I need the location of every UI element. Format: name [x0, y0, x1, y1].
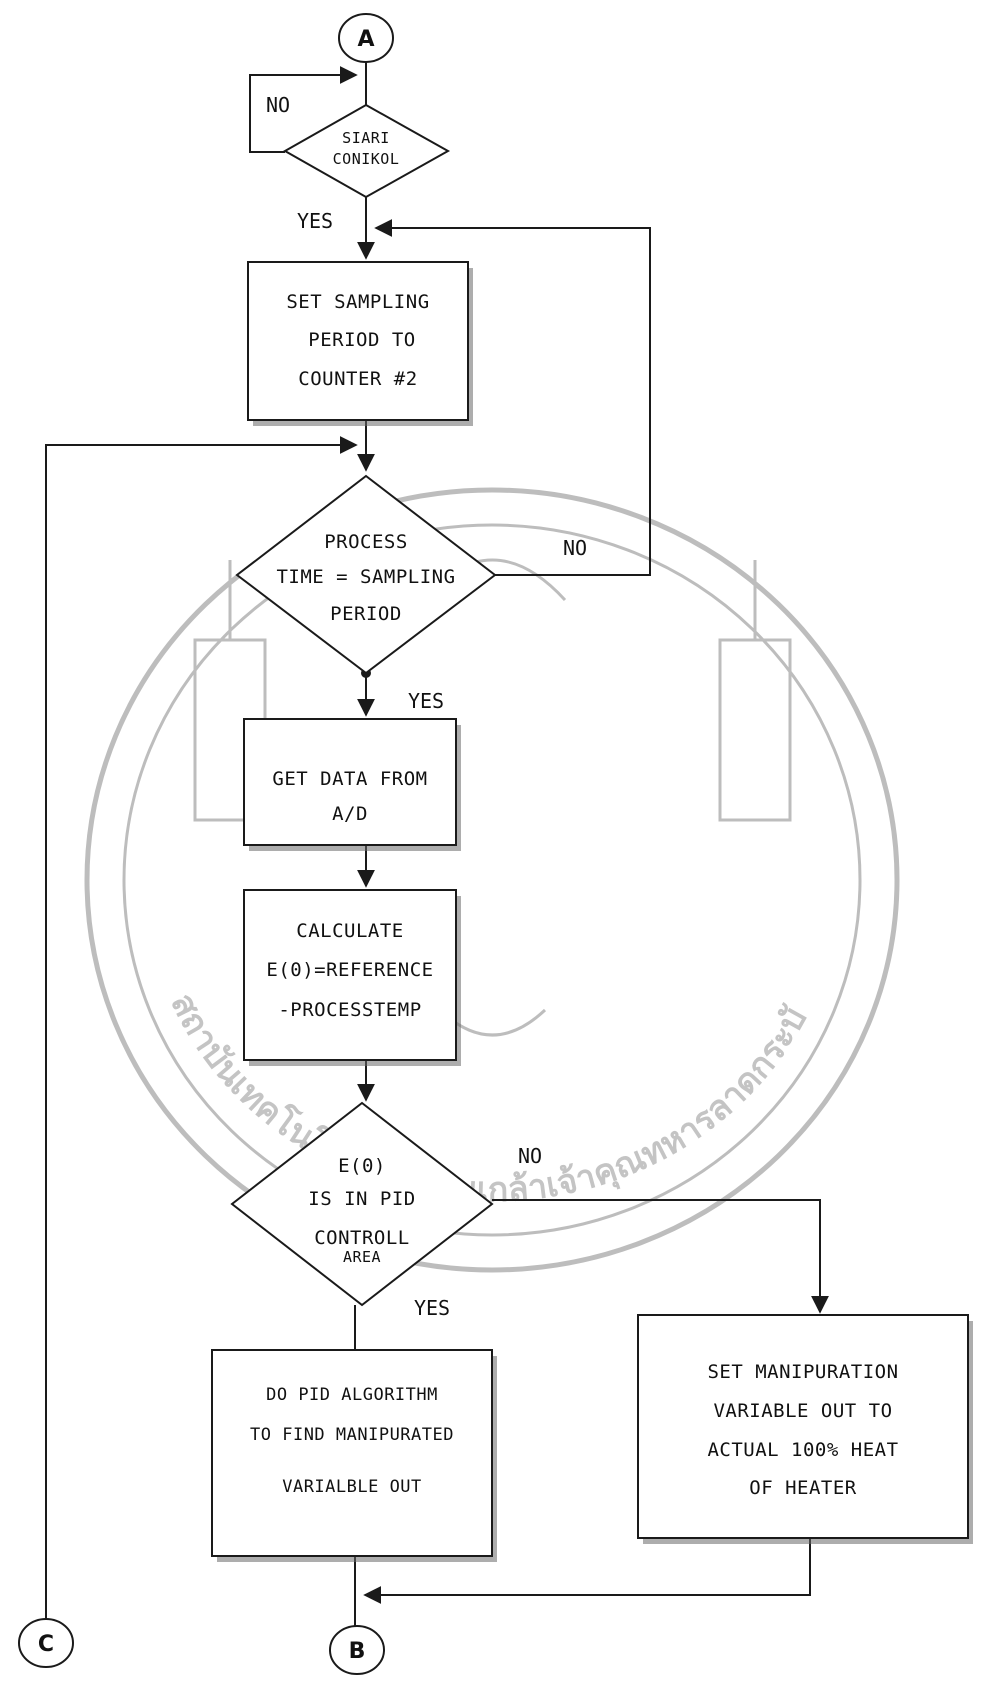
- svg-text:DO PID ALGORITHM: DO PID ALGORITHM: [266, 1385, 438, 1405]
- svg-text:B: B: [349, 1639, 366, 1664]
- svg-text:PERIOD TO: PERIOD TO: [308, 329, 415, 351]
- svg-text:E(0): E(0): [338, 1155, 386, 1177]
- process-calculate: CALCULATE E(0)=REFERENCE -PROCESSTEMP: [244, 890, 461, 1066]
- label-process-no: NO: [563, 536, 587, 560]
- svg-text:SET SAMPLING: SET SAMPLING: [286, 291, 429, 313]
- svg-text:IS IN PID: IS IN PID: [308, 1188, 415, 1210]
- decision-process-time: PROCESS TIME = SAMPLING PERIOD: [237, 476, 495, 673]
- connector-b: B: [330, 1626, 384, 1674]
- connector-a: A: [339, 14, 393, 62]
- university-seal-watermark: สถาบันเทคโนโลยีพระจอมเกล้าเจ้าคุณทหารลาด…: [0, 0, 897, 1270]
- label-process-yes: YES: [408, 689, 444, 713]
- svg-text:CONTROLL: CONTROLL: [314, 1227, 410, 1249]
- svg-text:A/D: A/D: [332, 803, 368, 825]
- svg-text:TIME = SAMPLING: TIME = SAMPLING: [276, 566, 455, 588]
- label-start-yes: YES: [297, 209, 333, 233]
- svg-text:PROCESS: PROCESS: [324, 531, 408, 553]
- process-set-sampling: SET SAMPLING PERIOD TO COUNTER #2: [248, 262, 473, 426]
- svg-text:CONIKOL: CONIKOL: [333, 150, 400, 168]
- svg-text:-PROCESSTEMP: -PROCESSTEMP: [278, 999, 421, 1021]
- label-pid-yes: YES: [414, 1296, 450, 1320]
- svg-text:A: A: [357, 27, 374, 52]
- decision-start-control: SIARI CONIKOL: [285, 105, 448, 197]
- svg-text:CALCULATE: CALCULATE: [296, 920, 403, 942]
- connector-c: C: [19, 1619, 73, 1667]
- svg-text:SIARI: SIARI: [342, 129, 390, 147]
- svg-text:COUNTER #2: COUNTER #2: [298, 368, 417, 390]
- svg-text:PERIOD: PERIOD: [330, 603, 402, 625]
- svg-text:E(0)=REFERENCE: E(0)=REFERENCE: [266, 959, 433, 981]
- svg-text:VARIABLE OUT TO: VARIABLE OUT TO: [713, 1400, 892, 1422]
- svg-text:C: C: [38, 1632, 54, 1657]
- svg-text:ACTUAL 100% HEAT: ACTUAL 100% HEAT: [707, 1439, 898, 1461]
- svg-text:OF HEATER: OF HEATER: [749, 1477, 857, 1499]
- svg-text:TO FIND MANIPURATED: TO FIND MANIPURATED: [250, 1425, 454, 1445]
- svg-text:AREA: AREA: [343, 1248, 381, 1266]
- label-start-no: NO: [266, 93, 290, 117]
- svg-text:VARIALBLE OUT: VARIALBLE OUT: [282, 1477, 422, 1497]
- label-pid-no: NO: [518, 1144, 542, 1168]
- process-get-data: GET DATA FROM A/D: [244, 719, 461, 851]
- svg-text:GET DATA FROM: GET DATA FROM: [272, 768, 427, 790]
- process-set-manipuration: SET MANIPURATION VARIABLE OUT TO ACTUAL …: [638, 1315, 973, 1544]
- svg-text:SET MANIPURATION: SET MANIPURATION: [707, 1361, 898, 1383]
- process-pid-algorithm: DO PID ALGORITHM TO FIND MANIPURATED VAR…: [212, 1350, 497, 1562]
